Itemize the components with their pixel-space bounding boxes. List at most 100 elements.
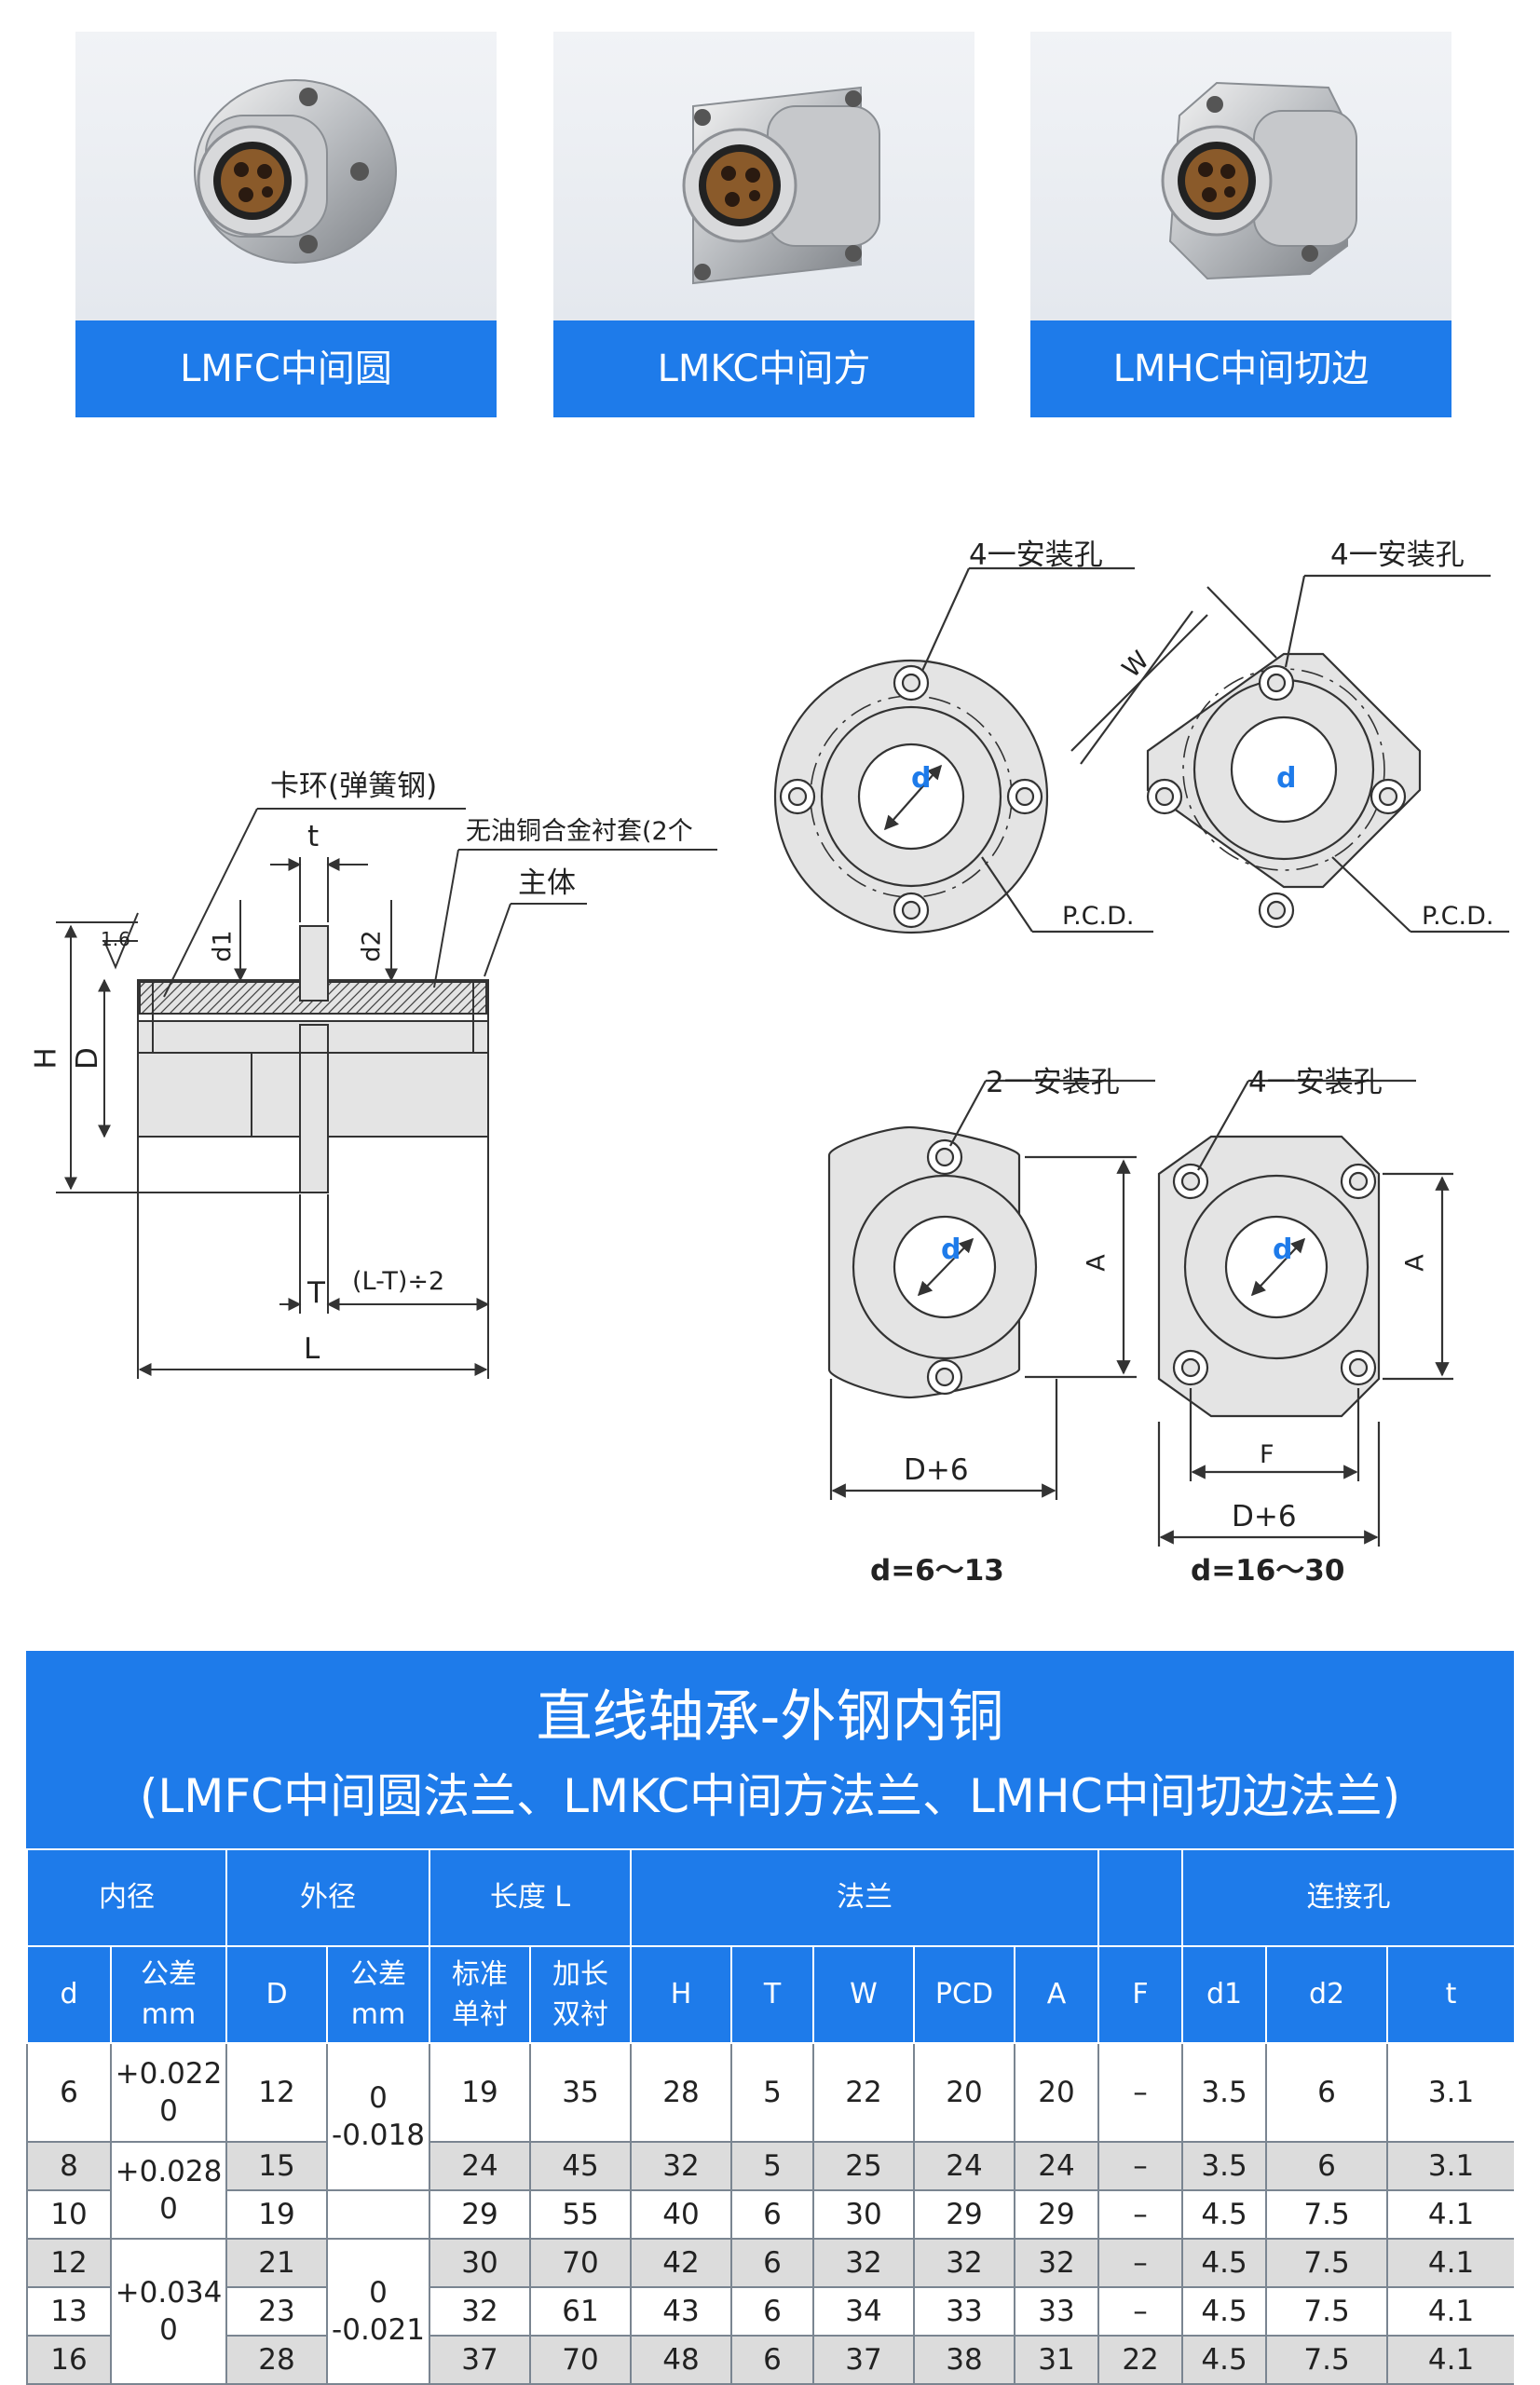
product-label: LMKC中间方 xyxy=(553,320,974,417)
cell-long: 70 xyxy=(529,2238,632,2288)
cell-d: 10 xyxy=(26,2189,112,2240)
cell-std: 37 xyxy=(429,2335,531,2385)
cell-PCD: 24 xyxy=(913,2141,1015,2191)
roughness-label: 1.6 xyxy=(101,928,130,950)
group-flange: 法兰 xyxy=(629,1848,1100,1947)
col-H: H xyxy=(630,1945,732,2044)
table-row: 16 28 37 70 48 6 37 38 31 22 4.5 7.5 4.1 xyxy=(26,2335,1514,2385)
col-tol-inner-b: mm xyxy=(141,1998,197,2031)
cell-long: 61 xyxy=(529,2286,632,2337)
table-row: 10 19 29 55 40 6 30 29 29 – 4.5 7.5 4.1 xyxy=(26,2189,1514,2240)
table-title: 直线轴承-外钢内铜 xyxy=(536,1684,1004,1750)
cell-A: 31 xyxy=(1013,2335,1100,2385)
col-std-b: 单衬 xyxy=(452,1998,508,2031)
cell-F: – xyxy=(1097,2042,1184,2143)
square-flange-bearing-icon xyxy=(682,86,880,285)
cell-A: 29 xyxy=(1013,2189,1100,2240)
cell-t: 4.1 xyxy=(1386,2189,1514,2240)
col-A: A xyxy=(1013,1945,1100,2044)
dim-d-label: D xyxy=(70,1047,104,1070)
cell-F: – xyxy=(1097,2189,1184,2240)
cell-A: 20 xyxy=(1013,2042,1100,2143)
cell-long: 45 xyxy=(529,2141,632,2191)
cell-t: 4.1 xyxy=(1386,2286,1514,2337)
cell-tol-outer-empty xyxy=(326,2189,430,2240)
tol-inner-b: 0 xyxy=(159,2094,178,2128)
dim-h-label: H xyxy=(29,1047,63,1070)
tol-inner-a: +0.034 xyxy=(115,2275,223,2310)
cell-T: 6 xyxy=(730,2189,814,2240)
cell-D: 23 xyxy=(225,2286,328,2337)
square-pcd-label: P.C.D. xyxy=(1422,902,1494,931)
cut-large-a-label: A xyxy=(1400,1254,1430,1272)
cell-F: 22 xyxy=(1097,2335,1184,2385)
product-photo-lmhc xyxy=(1030,32,1451,320)
col-d: d xyxy=(26,1945,112,2044)
cell-H: 42 xyxy=(630,2238,732,2288)
square-d-label: d xyxy=(1276,762,1297,795)
cell-A: 33 xyxy=(1013,2286,1100,2337)
product-card-lmhc[interactable]: LMHC中间切边 xyxy=(1030,32,1451,417)
cell-H: 32 xyxy=(630,2141,732,2191)
cut-large-holes-label: 4一安装孔 xyxy=(1248,1066,1383,1099)
cell-PCD: 20 xyxy=(913,2042,1015,2143)
cell-std: 32 xyxy=(429,2286,531,2337)
cell-d1: 4.5 xyxy=(1181,2286,1268,2337)
dim-d2-label: d2 xyxy=(357,930,387,962)
cut-small-width-label: D+6 xyxy=(904,1453,969,1487)
product-photo-lmfc xyxy=(75,32,497,320)
cell-std: 30 xyxy=(429,2238,531,2288)
cell-T: 5 xyxy=(730,2141,814,2191)
group-length: 长度 L xyxy=(429,1848,632,1947)
cell-d1: 4.5 xyxy=(1181,2189,1268,2240)
cell-tol-outer: 0-0.021 xyxy=(326,2238,430,2385)
tol-inner-a: +0.022 xyxy=(115,2056,223,2091)
cut-flange-bearing-icon xyxy=(1161,81,1357,280)
cut-small-range-label: d=6～13 xyxy=(870,1554,1004,1588)
cut-small-holes-label: 2一安装孔 xyxy=(986,1066,1120,1099)
group-inner: 内径 xyxy=(26,1848,227,1947)
cell-W: 25 xyxy=(812,2141,915,2191)
cell-D: 15 xyxy=(225,2141,328,2191)
tol-outer-b: -0.018 xyxy=(332,2119,425,2152)
group-outer: 外径 xyxy=(225,1848,430,1947)
tol-inner-b: 0 xyxy=(159,2313,178,2347)
cell-d2: 7.5 xyxy=(1265,2238,1389,2288)
group-header-row: 内径 外径 长度 L 法兰 连接孔 xyxy=(26,1848,1514,1947)
cell-tol-outer: 0 -0.018 xyxy=(326,2042,430,2191)
cell-A: 24 xyxy=(1013,2141,1100,2191)
cell-PCD: 32 xyxy=(913,2238,1015,2288)
cell-d1: 3.5 xyxy=(1181,2141,1268,2191)
round-flange-bearing-icon xyxy=(194,79,397,264)
col-d2: d2 xyxy=(1265,1945,1389,2044)
tol-inner-b: 0 xyxy=(159,2192,178,2226)
cell-std: 19 xyxy=(429,2042,531,2143)
cell-PCD: 29 xyxy=(913,2189,1015,2240)
col-tol-outer-a: 公差 xyxy=(350,1957,406,1991)
tol-outer-a: 0 xyxy=(369,2080,388,2115)
tol-outer-b: -0.021 xyxy=(332,2313,425,2347)
cell-d: 16 xyxy=(26,2335,112,2385)
cell-D: 12 xyxy=(225,2042,328,2143)
product-card-lmkc[interactable]: LMKC中间方 xyxy=(553,32,974,417)
cell-H: 28 xyxy=(630,2042,732,2143)
product-label: LMHC中间切边 xyxy=(1030,320,1451,417)
dim-d1-label: d1 xyxy=(208,930,238,962)
round-pcd-label: P.C.D. xyxy=(1062,902,1135,931)
cell-t: 3.1 xyxy=(1386,2042,1514,2143)
section-view xyxy=(56,808,717,1379)
product-photo-lmkc xyxy=(553,32,974,320)
cell-std: 24 xyxy=(429,2141,531,2191)
cell-d1: 4.5 xyxy=(1181,2335,1268,2385)
technical-drawings: 卡环(弹簧钢) 无油铜合金衬套(2个 主体 1.6 t d1 d2 H D T … xyxy=(0,438,1540,1612)
col-std: 标准单衬 xyxy=(429,1945,531,2044)
table-subtitle: (LMFC中间圆法兰、LMKC中间方法兰、LMHC中间切边法兰) xyxy=(139,1769,1401,1823)
cell-T: 6 xyxy=(730,2238,814,2288)
product-card-lmfc[interactable]: LMFC中间圆 xyxy=(75,32,497,417)
col-D: D xyxy=(225,1945,328,2044)
round-holes-label: 4一安装孔 xyxy=(969,538,1103,572)
